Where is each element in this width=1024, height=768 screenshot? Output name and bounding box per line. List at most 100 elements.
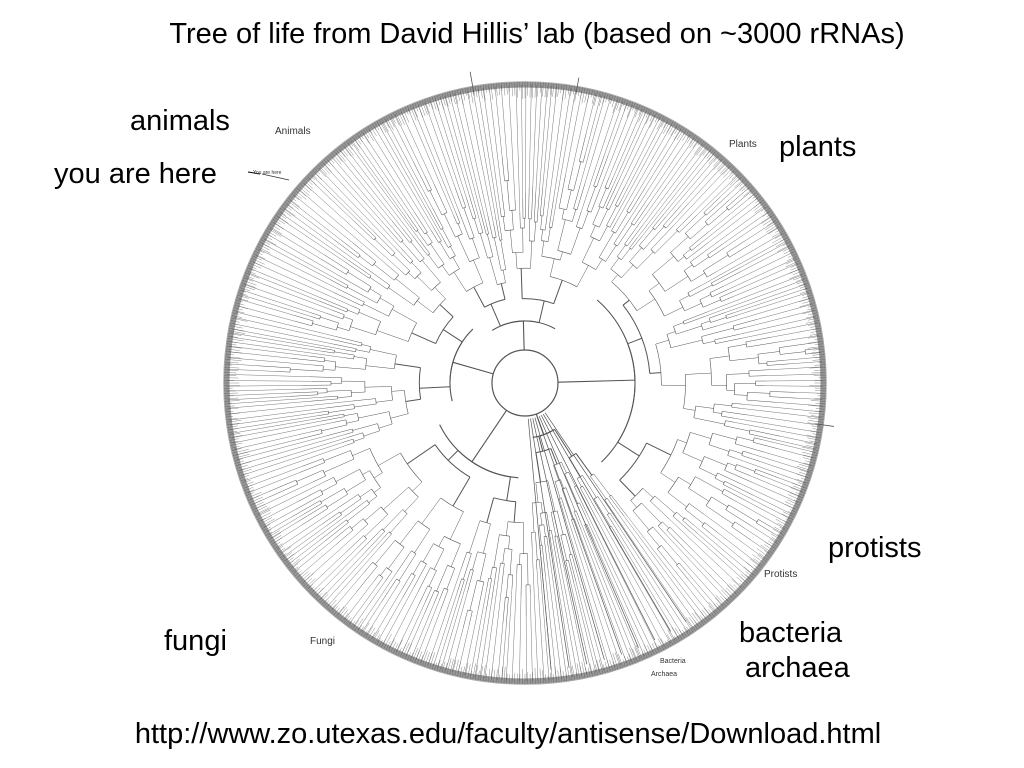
branch-line: [728, 170, 738, 180]
branch-line: [544, 82, 547, 98]
branch-line: [730, 488, 791, 519]
branch-line: [775, 232, 786, 239]
branch-arc: [687, 292, 691, 297]
branch-line: [619, 479, 636, 497]
branch-line: [268, 484, 298, 498]
branch-arc: [388, 531, 392, 535]
branch-line: [711, 496, 728, 507]
branch-line: [660, 638, 667, 649]
branch-line: [447, 450, 459, 461]
branch-arc: [479, 520, 491, 525]
branch-line: [643, 107, 648, 116]
branch-line: [365, 365, 395, 370]
branch-line: [358, 135, 420, 226]
branch-line: [812, 327, 821, 330]
branch-line: [752, 554, 766, 565]
branch-line: [236, 464, 248, 469]
branch-line: [289, 195, 297, 202]
branch-line: [747, 392, 770, 394]
branch-line: [236, 297, 249, 302]
branch-line: [789, 361, 823, 365]
branch-line: [400, 109, 406, 121]
branch-line: [589, 537, 641, 658]
branch-line: [551, 530, 558, 564]
branch-line: [310, 312, 321, 317]
branch-line: [323, 163, 401, 248]
branch-line: [739, 181, 749, 190]
branch-line: [535, 532, 538, 560]
branch-line: [737, 436, 754, 442]
branch-line: [390, 113, 396, 124]
branch-line: [624, 221, 641, 245]
branch-line: [703, 340, 715, 344]
branch-line: [419, 100, 426, 116]
branch-line: [226, 420, 242, 423]
branch-line: [609, 217, 616, 228]
branch-line: [331, 309, 345, 315]
branch-line: [751, 481, 799, 503]
branch-line: [539, 559, 541, 575]
branch-line: [321, 160, 332, 173]
branch-line: [530, 241, 533, 269]
branch-line: [358, 626, 364, 635]
branch-line: [664, 306, 683, 317]
branch-line: [764, 221, 779, 231]
branch-line: [530, 592, 533, 681]
branch-line: [652, 213, 665, 228]
branch-arc: [688, 476, 696, 489]
branch-line: [814, 364, 826, 366]
branch-line: [388, 592, 419, 649]
branch-line: [771, 230, 785, 238]
branch-arc: [362, 518, 369, 525]
branch-line: [393, 229, 404, 241]
branch-line: [373, 472, 383, 479]
branch-line: [383, 486, 409, 510]
branch-arc: [550, 276, 578, 288]
branch-line: [729, 183, 748, 200]
branch-arc: [411, 550, 417, 555]
branch-line: [364, 506, 382, 521]
branch-line: [683, 408, 696, 411]
branch-line: [692, 170, 735, 214]
branch-line: [506, 180, 510, 211]
branch-line: [280, 212, 349, 261]
branch-line: [310, 171, 318, 179]
branch-line: [271, 537, 283, 545]
branch-arc: [522, 298, 554, 305]
branch-line: [376, 399, 393, 403]
branch-line: [648, 137, 695, 205]
branch-line: [786, 255, 798, 262]
branch-line: [703, 607, 713, 619]
branch-line: [539, 85, 548, 189]
branch-line: [333, 292, 363, 307]
branch-line: [251, 258, 265, 265]
branch-line: [702, 609, 711, 621]
branch-line: [702, 325, 717, 331]
branch-line: [537, 82, 539, 97]
branch-line: [282, 525, 327, 558]
branch-line: [713, 603, 721, 612]
branch-line: [269, 535, 282, 543]
label-you-are-here: you are here: [54, 158, 217, 190]
branch-line: [410, 241, 425, 259]
branch-line: [612, 653, 619, 670]
branch-line: [665, 155, 718, 217]
branch-line: [242, 277, 254, 282]
branch-line: [383, 633, 392, 649]
branch-line: [618, 112, 651, 182]
branch-line: [224, 400, 240, 402]
branch-line: [654, 113, 660, 123]
branch-line: [324, 477, 334, 483]
branch-line: [265, 230, 277, 237]
branch-line: [356, 625, 362, 633]
branch-line: [567, 85, 570, 95]
branch-line: [446, 568, 456, 590]
branch-line: [709, 312, 726, 319]
branch-line: [642, 652, 646, 660]
branch-line: [703, 299, 721, 308]
branch-line: [815, 408, 825, 410]
branch-line: [689, 230, 710, 248]
branch-line: [734, 418, 819, 433]
branch-line: [783, 246, 794, 252]
branch-line: [699, 467, 717, 477]
